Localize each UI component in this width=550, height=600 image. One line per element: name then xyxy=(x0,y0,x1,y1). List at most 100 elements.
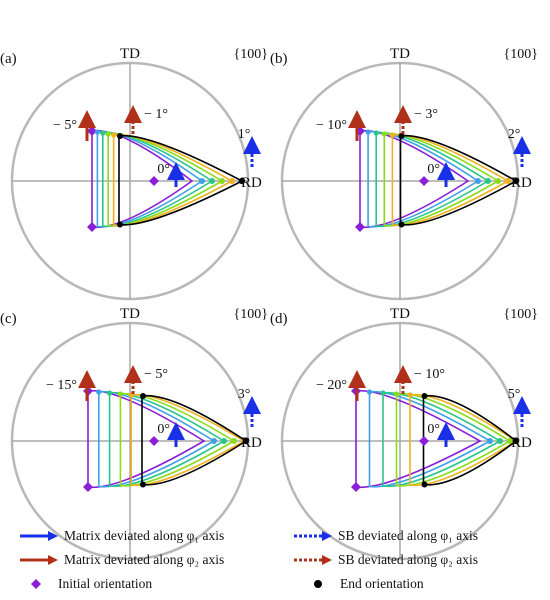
end-orientation-marker xyxy=(512,437,520,445)
orientation-marker xyxy=(475,178,481,184)
orientation-loop xyxy=(108,391,226,488)
legend-label-sb-phi2: SB deviated along φ₂ axis xyxy=(338,552,478,567)
legend-label-initial: Initial orientation xyxy=(58,576,153,591)
td-label: TD xyxy=(390,306,410,322)
orientation-marker xyxy=(105,131,111,137)
matrix-phi2-angle: − 15° xyxy=(46,378,77,393)
legend-item-sb-phi2: SB deviated along φ₂ axis xyxy=(292,550,478,570)
legend-item-end: End orientation xyxy=(312,574,424,594)
orientation-marker xyxy=(111,132,117,138)
sb-phi1-angle: 1° xyxy=(238,127,251,142)
legend-item-matrix-phi1: Matrix deviated along φ₁ axis xyxy=(18,526,224,546)
orientation-marker xyxy=(505,178,511,184)
panel-c: (c)TD{100}RD− 15°− 5°3°0° xyxy=(0,306,268,561)
orientation-marker xyxy=(117,391,123,397)
td-label: TD xyxy=(120,46,140,62)
legend-label-matrix-phi1: Matrix deviated along φ₁ axis xyxy=(64,528,225,543)
orientation-marker xyxy=(365,129,371,135)
end-orientation-marker xyxy=(140,481,146,488)
legend-label-end: End orientation xyxy=(340,576,424,591)
legend-item-matrix-phi2: Matrix deviated along φ₂ axis xyxy=(18,550,224,570)
orientation-marker xyxy=(107,390,113,396)
initial-orientation-marker xyxy=(149,436,159,446)
matrix-phi2-angle: − 20° xyxy=(316,378,347,393)
sb-phi2-angle: − 10° xyxy=(414,367,445,382)
orientation-marker xyxy=(94,129,100,135)
initial-orientation-marker xyxy=(149,176,159,186)
panel-b: (b) TD {100} RD − 10° − 3° 2° 0° xyxy=(270,46,538,301)
orientation-marker xyxy=(219,178,225,184)
orientation-marker xyxy=(487,438,493,444)
orientation-marker xyxy=(373,130,379,136)
legend-item-sb-phi1: SB deviated along φ₁ axis xyxy=(292,526,478,546)
orientation-loop xyxy=(368,390,492,488)
end-orientation-marker xyxy=(242,437,250,445)
initial-orientation-marker xyxy=(351,482,361,492)
plane-label: {100} xyxy=(234,307,268,322)
td-label: TD xyxy=(120,306,140,322)
orientation-marker xyxy=(229,178,235,184)
plane-label: {100} xyxy=(504,47,538,62)
sb-phi2-angle: − 3° xyxy=(414,107,438,122)
end-orientation-marker xyxy=(140,393,146,399)
sb-phi2-angle: − 1° xyxy=(144,107,168,122)
solid-blue-arrow-icon xyxy=(20,531,58,541)
rd-label: RD xyxy=(241,435,262,451)
panel-label: (c) xyxy=(0,311,17,327)
sb-phi1-angle: 2° xyxy=(508,127,521,142)
end-orientation-marker xyxy=(512,177,520,185)
end-orientation-marker xyxy=(398,133,405,139)
orientation-marker xyxy=(100,130,106,136)
panel-label: (b) xyxy=(270,51,288,67)
rd-label: RD xyxy=(241,175,262,191)
end-orientation-marker xyxy=(117,133,123,139)
matrix-phi2-angle: − 5° xyxy=(53,118,77,133)
initial-orientation-marker xyxy=(87,222,97,232)
matrix-phi2-angle: − 10° xyxy=(316,118,347,133)
orientation-loop xyxy=(395,392,512,487)
plane-label: {100} xyxy=(234,47,268,62)
panel-label: (a) xyxy=(0,51,17,67)
end-orientation-marker xyxy=(421,481,428,488)
orientation-marker xyxy=(507,438,513,444)
orientation-marker xyxy=(381,131,387,137)
matrix-phi1-angle: 0° xyxy=(157,162,170,177)
end-orientation-marker xyxy=(398,221,405,228)
initial-orientation-marker xyxy=(83,482,93,492)
initial-orientation-marker xyxy=(355,222,365,232)
dotted-blue-arrow-icon xyxy=(294,531,332,541)
matrix-phi1-angle: 0° xyxy=(427,162,440,177)
legend: Matrix deviated along φ₁ axis Matrix dev… xyxy=(0,520,550,600)
initial-orientation-marker xyxy=(419,176,429,186)
black-dot-icon xyxy=(314,580,322,588)
rd-label: RD xyxy=(511,175,532,191)
solid-red-arrow-icon xyxy=(20,555,58,565)
orientation-marker xyxy=(221,438,227,444)
end-orientation-marker xyxy=(117,221,123,228)
rd-label: RD xyxy=(511,435,532,451)
orientation-marker xyxy=(380,390,386,396)
td-label: TD xyxy=(390,46,410,62)
initial-orientation-marker xyxy=(419,436,429,446)
dotted-red-arrow-icon xyxy=(294,555,332,565)
orientation-marker xyxy=(211,438,217,444)
end-orientation-marker xyxy=(421,393,428,399)
matrix-phi1-angle: 0° xyxy=(427,422,440,437)
orientation-marker xyxy=(209,178,215,184)
sb-phi2-angle: − 5° xyxy=(144,367,168,382)
panel-label: (d) xyxy=(270,311,288,327)
legend-item-initial: Initial orientation xyxy=(30,574,152,594)
sb-phi1-angle: 5° xyxy=(508,387,521,402)
panel-a: (a) TD {100} RD − 5° − 1° 1° 0° xyxy=(0,46,268,301)
purple-diamond-icon xyxy=(31,579,41,589)
orientation-marker xyxy=(231,438,237,444)
end-orientation-marker xyxy=(238,177,246,185)
orientation-marker xyxy=(96,389,102,395)
orientation-marker xyxy=(366,389,373,395)
orientation-marker xyxy=(407,392,413,398)
plane-label: {100} xyxy=(504,307,538,322)
orientation-marker xyxy=(199,178,205,184)
orientation-marker xyxy=(497,438,503,444)
orientation-marker xyxy=(485,178,491,184)
